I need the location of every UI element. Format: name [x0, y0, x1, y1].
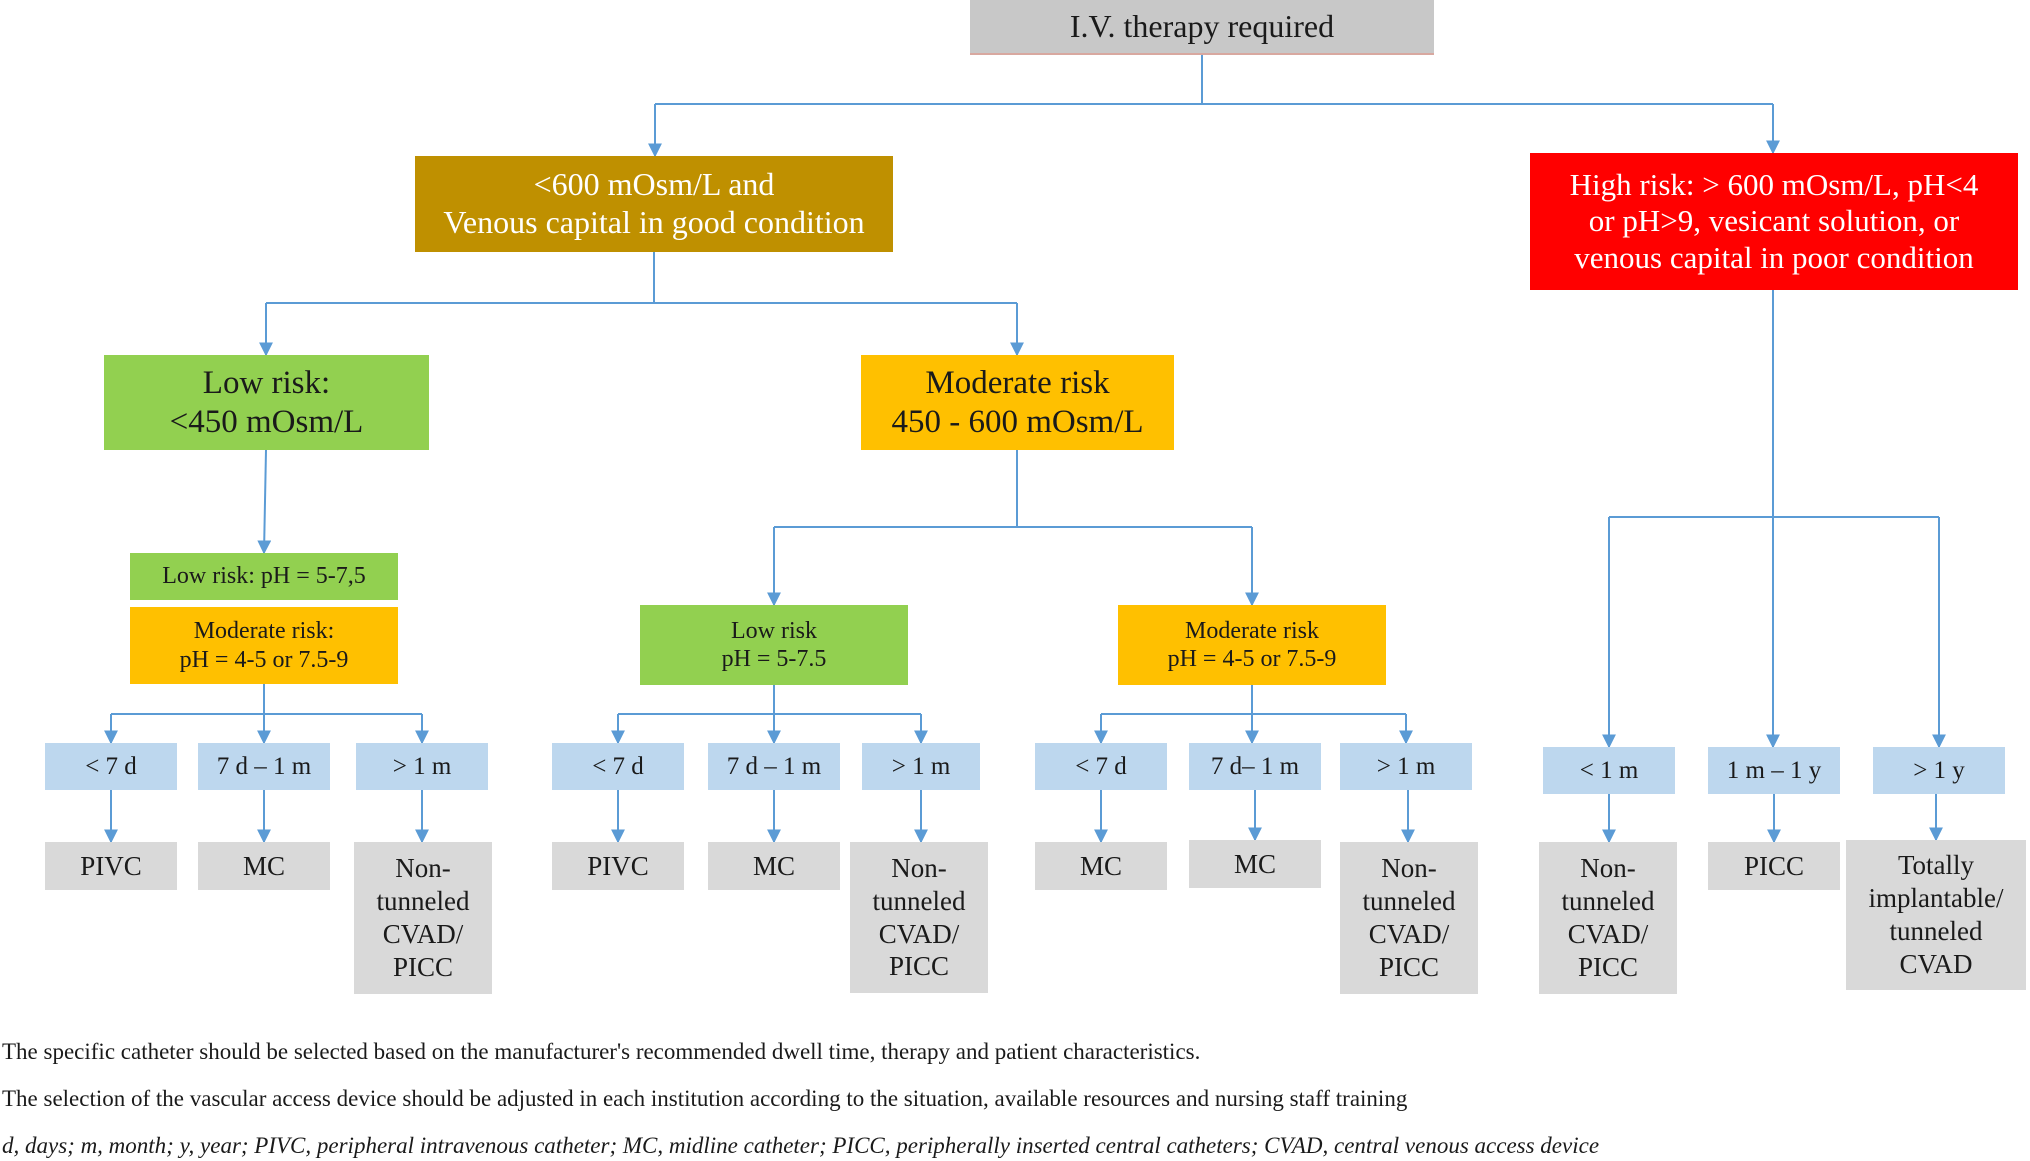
- node-text-line: MC: [1079, 850, 1123, 881]
- node-low-risk-ph-a: Low risk: pH = 5-7,5: [130, 553, 398, 600]
- node-text-line: CVAD/: [878, 918, 960, 949]
- node-text-line: 1 m – 1 y: [1726, 756, 1822, 784]
- duration-under-7d: < 7 d: [1035, 743, 1167, 790]
- node-text-line: <600 mOsm/L and: [533, 166, 775, 203]
- node-text-line: MC: [1233, 848, 1277, 879]
- node-text-line: > 1 m: [1376, 752, 1436, 780]
- node-text-line: pH = 4-5 or 7.5-9: [179, 646, 349, 673]
- node-text-line: PICC: [1743, 850, 1805, 881]
- node-text-line: or pH>9, vesicant solution, or: [1588, 203, 1960, 239]
- device-pivc: PIVC: [45, 842, 177, 890]
- duration-1m-1y: 1 m – 1 y: [1708, 747, 1840, 794]
- node-text-line: < 7 d: [1075, 752, 1127, 780]
- node-text-line: Venous capital in good condition: [443, 204, 865, 240]
- node-text-line: Low risk:: [202, 364, 331, 401]
- node-text-line: Non-: [1580, 853, 1636, 884]
- node-text-line: < 7 d: [85, 752, 137, 780]
- node-text-line: PIVC: [587, 850, 649, 881]
- note-institution-adjustment: The selection of the vascular access dev…: [2, 1086, 1408, 1111]
- node-text-line: tunneled: [376, 886, 470, 917]
- duration-over-1m: > 1 m: [862, 743, 980, 790]
- duration-7d-1m: 7 d – 1 m: [198, 743, 330, 790]
- node-text-line: tunneled: [1561, 886, 1655, 917]
- node-text-line: tunneled: [1362, 886, 1456, 917]
- node-text-line: PICC: [1577, 951, 1639, 982]
- node-text-line: venous capital in poor condition: [1574, 239, 1974, 275]
- connector-arrow: [257, 449, 272, 555]
- node-text-line: > 1 m: [392, 752, 452, 780]
- duration-7d-1m: 7 d – 1 m: [708, 743, 840, 790]
- node-text-line: High risk: > 600 mOsm/L, pH<4: [1569, 166, 1979, 202]
- duration-under-1m: < 1 m: [1543, 747, 1675, 794]
- duration-under-7d: < 7 d: [552, 743, 684, 790]
- node-text-line: CVAD/: [1368, 919, 1450, 949]
- duration-under-7d: < 7 d: [45, 743, 177, 790]
- node-text-line: I.V. therapy required: [1069, 7, 1335, 44]
- node-iv-therapy-required: I.V. therapy required: [970, 0, 1434, 55]
- duration-over-1y: > 1 y: [1873, 747, 2005, 794]
- node-text-line: CVAD/: [382, 919, 464, 949]
- device-mc: MC: [708, 842, 840, 890]
- node-text-line: PICC: [888, 951, 950, 982]
- node-text-line: Non-: [1381, 853, 1437, 884]
- node-text-line: <450 mOsm/L: [169, 403, 364, 440]
- duration-over-1m: > 1 m: [1340, 743, 1472, 790]
- node-text-line: 7 d – 1 m: [216, 752, 312, 780]
- node-text-line: PIVC: [80, 850, 142, 881]
- node-text-line: Moderate risk: [1185, 617, 1319, 644]
- note-abbreviations: d, days; m, month; y, year; PIVC, periph…: [2, 1133, 1600, 1158]
- device-picc: PICC: [1708, 842, 1840, 890]
- node-text-line: CVAD: [1899, 948, 1973, 979]
- note-catheter-selection: The specific catheter should be selected…: [2, 1039, 1201, 1064]
- node-text-line: implantable/: [1868, 883, 2004, 914]
- node-text-line: Low risk: pH = 5-7,5: [162, 563, 366, 590]
- device-mc: MC: [1035, 842, 1167, 890]
- node-text-line: 7 d – 1 m: [726, 752, 822, 780]
- node-text-line: pH = 4-5 or 7.5-9: [1167, 646, 1337, 672]
- node-text-line: < 7 d: [592, 752, 644, 780]
- node-text-line: Totally: [1897, 850, 1975, 881]
- device-pivc: PIVC: [552, 842, 684, 890]
- node-text-line: Low risk: [731, 617, 817, 644]
- node-text-line: MC: [242, 850, 286, 881]
- node-text-line: PICC: [392, 951, 454, 982]
- node-text-line: < 1 m: [1579, 756, 1639, 784]
- node-text-line: pH = 5-7.5: [721, 646, 827, 672]
- device-mc: MC: [1189, 840, 1321, 888]
- node-text-line: Moderate risk: [925, 364, 1110, 401]
- node-text-line: Moderate risk:: [193, 618, 335, 645]
- node-text-line: 7 d– 1 m: [1210, 752, 1300, 780]
- node-text-line: > 1 y: [1913, 756, 1965, 784]
- node-text-line: MC: [752, 850, 796, 881]
- node-text-line: PICC: [1378, 951, 1440, 982]
- node-text-line: tunneled: [872, 885, 966, 916]
- duration-over-1m: > 1 m: [356, 743, 488, 790]
- device-mc: MC: [198, 842, 330, 890]
- node-text-line: Non-: [891, 852, 947, 883]
- duration-7d-1m: 7 d– 1 m: [1189, 743, 1321, 790]
- node-text-line: CVAD/: [1567, 919, 1649, 949]
- node-text-line: > 1 m: [891, 752, 951, 780]
- node-text-line: Non-: [395, 853, 451, 884]
- node-text-line: 450 - 600 mOsm/L: [891, 403, 1144, 440]
- node-text-line: tunneled: [1889, 916, 1983, 946]
- node-low-risk-osmolarity: Low risk:<450 mOsm/L: [104, 355, 429, 450]
- node-moderate-risk-ph-a: Moderate risk:pH = 4-5 or 7.5-9: [130, 607, 398, 684]
